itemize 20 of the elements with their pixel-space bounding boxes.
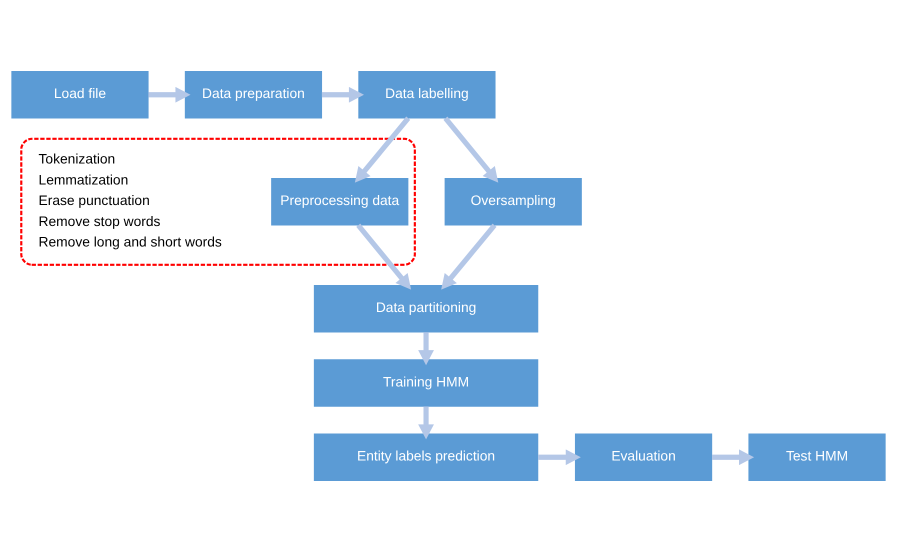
arrow <box>441 224 497 290</box>
arrow <box>538 449 581 466</box>
node-box: Data labelling <box>358 71 496 118</box>
arrow <box>443 116 498 183</box>
arrow <box>418 406 434 440</box>
node-box: Test HMM <box>748 434 886 481</box>
arrow <box>322 86 364 103</box>
node-box: Training HMM <box>314 359 538 407</box>
node-box: Entity labels prediction <box>314 434 538 481</box>
node-box: Load file <box>11 71 149 118</box>
node-box: Oversampling <box>444 178 582 226</box>
node-box: Evaluation <box>574 434 712 481</box>
node-box: Data preparation <box>184 71 322 118</box>
arrow <box>712 449 754 466</box>
node-box: Preprocessing data <box>271 178 408 226</box>
node-box: Data partitioning <box>314 285 538 333</box>
arrow <box>148 86 190 103</box>
arrow <box>356 224 412 290</box>
arrow <box>418 332 434 366</box>
arrow <box>354 116 410 183</box>
